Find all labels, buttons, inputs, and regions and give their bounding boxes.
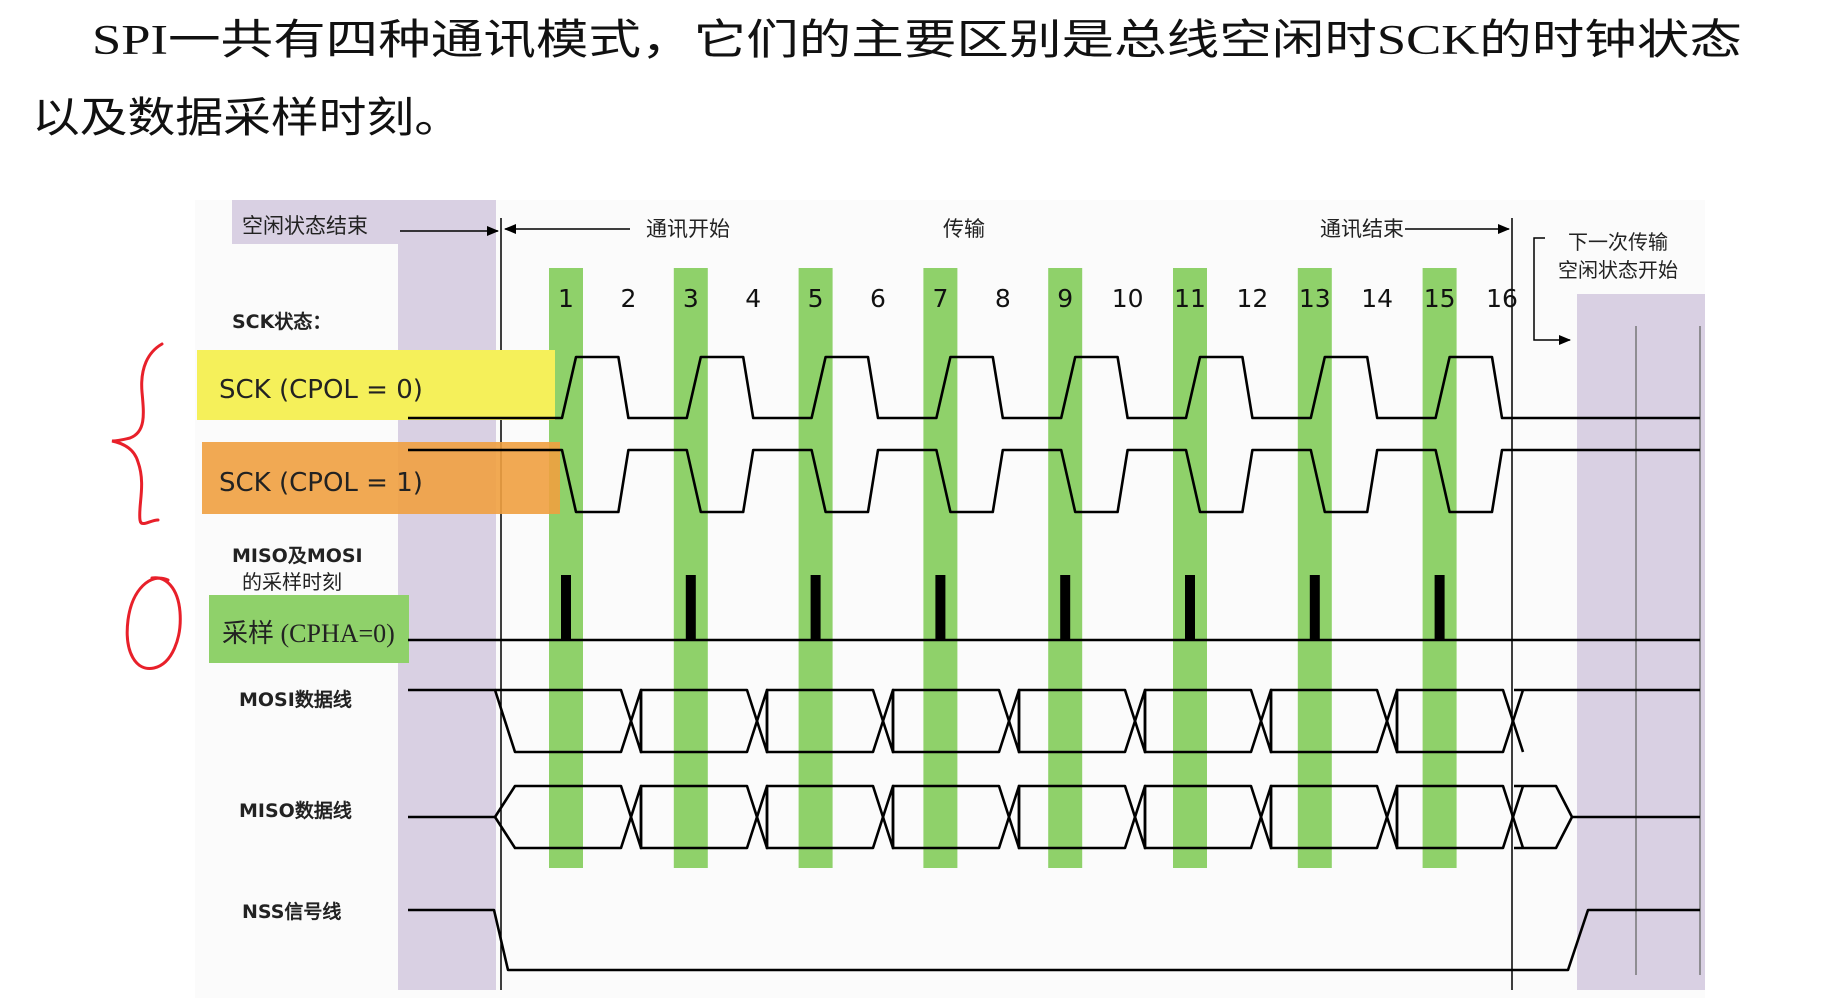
sample-pulse-15 [1434,575,1445,640]
mosi-label: MOSI数据线 [239,688,352,711]
sampling-band-11 [1173,268,1207,868]
edge-number-16: 16 [1486,284,1518,313]
sampling-band-15 [1422,268,1457,868]
sample-pulse-11 [1185,575,1195,640]
edge-number-10: 10 [1112,284,1144,313]
sample-time-label-2: 的采样时刻 [242,571,342,594]
sck-state-label: SCK状态： [232,310,331,333]
comm-end-label: 通讯结束 [1320,217,1404,241]
intro-line-1: SPI一共有四种通讯模式，它们的主要区别是总线空闲时SCK的时钟状态 [92,17,1742,64]
next-idle-label-2: 空闲状态开始 [1558,259,1678,282]
edge-number-5: 5 [808,284,824,313]
cpol0-label-bg [197,350,555,420]
edge-number-2: 2 [620,284,636,313]
red-curly-brace [111,342,164,526]
sampling-band-3 [673,268,708,868]
miso-label: MISO数据线 [239,799,352,822]
edge-number-12: 12 [1236,284,1268,313]
sampling-bands [549,268,1457,868]
edge-number-1: 1 [558,284,574,313]
sample-pulse-7 [935,575,946,640]
nss-label: NSS信号线 [242,900,341,923]
sample-pulse-1 [561,575,571,640]
edge-number-11: 11 [1174,284,1206,313]
sampling-band-7 [923,268,958,868]
edge-number-9: 9 [1057,284,1073,313]
sck-cpol1-wave [408,448,1700,514]
cpol1-label: SCK (CPOL = 1) [219,468,423,498]
sample-pulse-13 [1309,575,1320,640]
sampling-band-13 [1297,268,1332,868]
idle-end-label-bg [232,200,496,244]
waveforms [408,355,1700,972]
edge-number-7: 7 [932,284,948,313]
sample-time-label-1: MISO及MOSI [232,545,363,567]
sampling-band-5 [798,268,833,868]
edge-number-13: 13 [1299,284,1331,313]
cpol0-label: SCK (CPOL = 0) [219,375,423,405]
cpha0-label: 采样 (CPHA=0) [222,619,395,648]
comm-start-label: 通讯开始 [646,217,730,241]
edge-number-14: 14 [1361,284,1393,313]
edge-number-4: 4 [745,284,761,313]
idle-region-left [398,200,496,990]
sample-pulse-3 [685,575,696,640]
next-idle-label-1: 下一次传输 [1568,231,1668,254]
edge-number-15: 15 [1424,284,1456,313]
nss-wave [408,908,1700,972]
sample-pulse-9 [1060,575,1071,640]
next-idle-bracket-arrow [1533,237,1571,345]
edge-number-6: 6 [870,284,886,313]
sampling-band-9 [1048,268,1083,868]
cpha0-label-bg [209,595,409,663]
sck-cpol0-wave [408,355,1700,420]
red-circle-mark [125,576,182,670]
miso-bus-b [493,784,1525,850]
miso-tail [1514,784,1700,850]
intro-line-2: 以及数据采样时刻。 [32,96,462,142]
edge-number-3: 3 [683,284,699,313]
idle-region-right [1577,294,1705,990]
edge-number-8: 8 [995,284,1011,313]
cpol1-label-bg [202,442,560,514]
sample-pulse-5 [810,575,821,640]
transfer-label: 传输 [943,217,985,241]
mosi-bus-b [495,688,1525,754]
idle-end-label: 空闲状态结束 [242,214,368,238]
